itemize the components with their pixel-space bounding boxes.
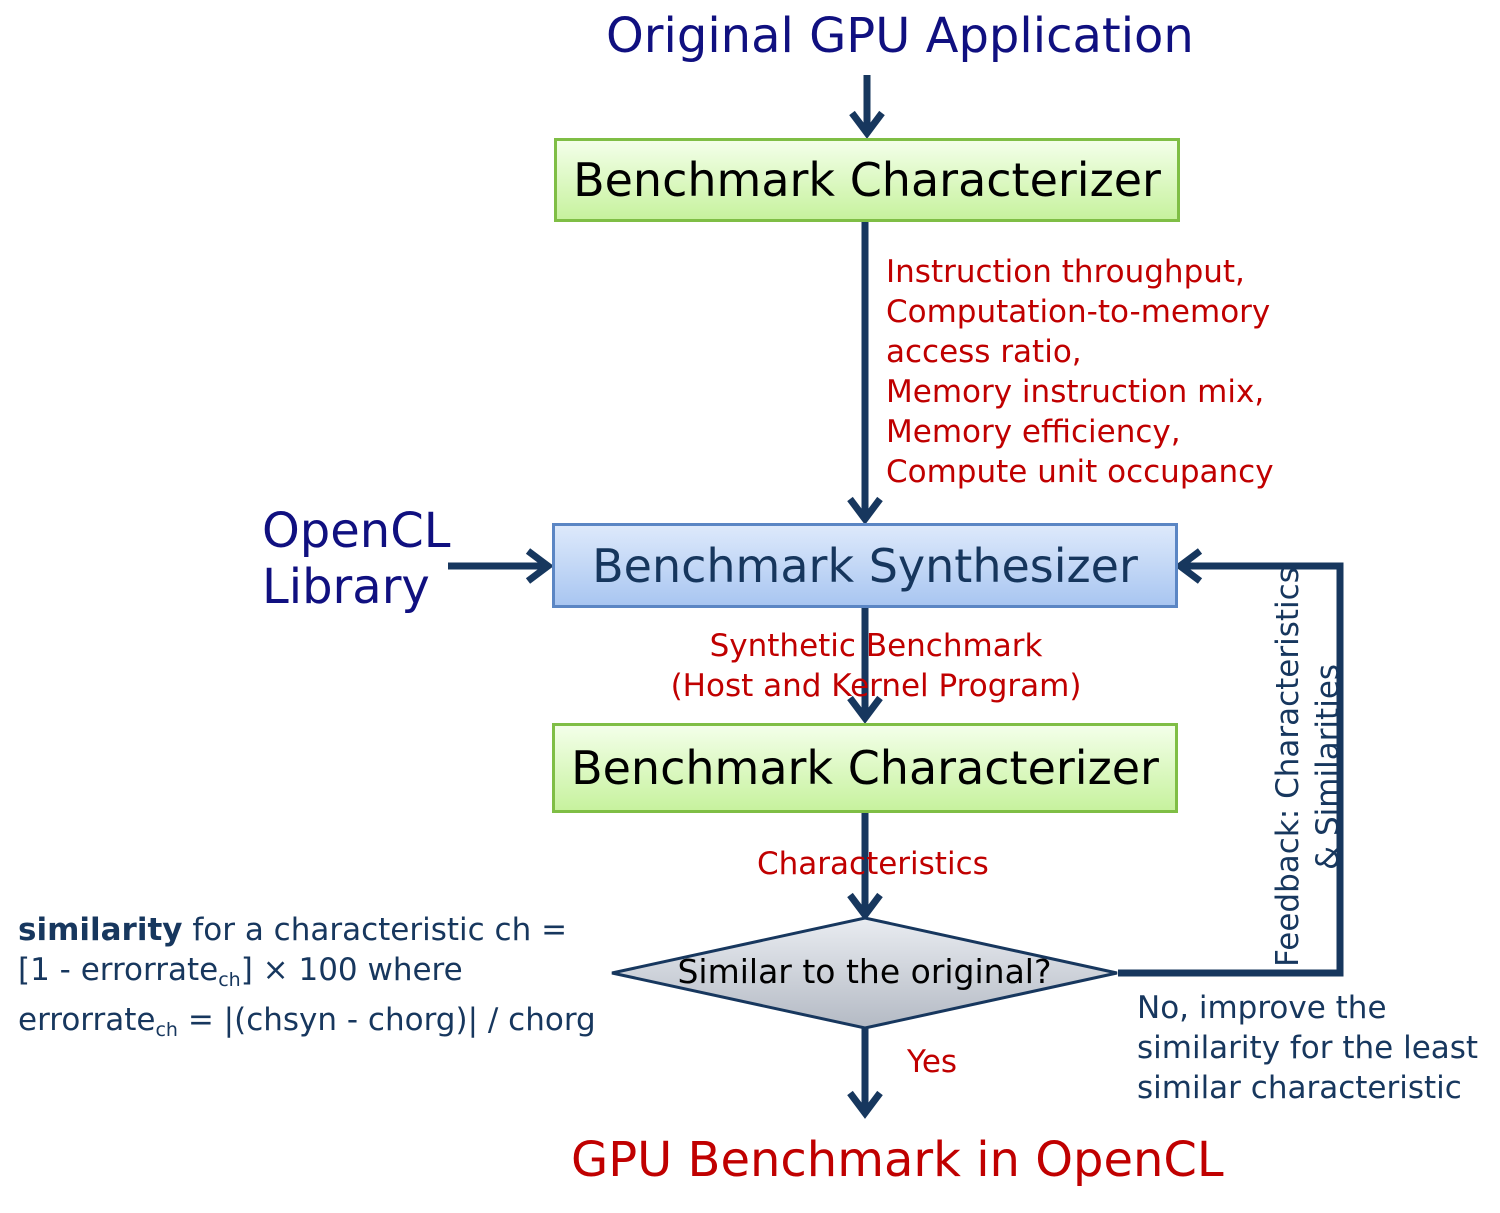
- similarity-line1: for a characteristic ch =: [182, 912, 568, 948]
- decision-label: Similar to the original?: [677, 952, 1052, 991]
- opencl-library-line: OpenCL: [262, 503, 451, 559]
- characteristic-item: access ratio,: [886, 334, 1082, 370]
- yes-label: Yes: [907, 1044, 958, 1080]
- similarity-line3-post: = |(chsyn - chorg)| / chorg: [177, 1002, 596, 1038]
- feedback-line: Feedback: Characteristics: [1270, 567, 1306, 967]
- characteristics-label: Characteristics: [757, 846, 989, 882]
- similarity-line3-pre: errorrate: [18, 1002, 156, 1038]
- feedback-label: Feedback: Characteristics & Similarities: [1268, 567, 1348, 967]
- no-label: No, improve the similarity for the least…: [1137, 988, 1478, 1108]
- arrowhead: [847, 496, 883, 525]
- similarity-line2-post: ] × 100 where: [240, 952, 463, 988]
- characteristic-item: Compute unit occupancy: [886, 454, 1274, 490]
- synthetic-benchmark-line: Synthetic Benchmark: [709, 628, 1043, 664]
- no-label-line: similarity for the least: [1137, 1030, 1479, 1066]
- similarity-term: similarity: [18, 912, 183, 948]
- characterizer-bottom-label: Benchmark Characterizer: [571, 741, 1159, 795]
- arrowhead: [525, 548, 554, 584]
- feedback-line: & Similarities: [1310, 663, 1346, 871]
- characterizer-top-label: Benchmark Characterizer: [573, 153, 1161, 207]
- output-title: GPU Benchmark in OpenCL: [571, 1132, 1224, 1188]
- feedback-loop-line: [1118, 562, 1344, 977]
- arrowhead: [849, 110, 885, 139]
- similarity-line2-sub: ch: [218, 969, 241, 991]
- no-label-line: similar characteristic: [1137, 1070, 1462, 1106]
- opencl-library-label: OpenCL Library: [262, 503, 450, 615]
- arrowhead: [847, 892, 883, 921]
- synthesizer-box: Benchmark Synthesizer: [552, 523, 1178, 608]
- characterizer-box-top: Benchmark Characterizer: [554, 138, 1180, 222]
- characteristic-item: Computation-to-memory: [886, 294, 1271, 330]
- arrowhead: [847, 695, 883, 724]
- similarity-note: similarity for a characteristic ch = [1 …: [18, 910, 596, 1050]
- arrowhead: [1174, 548, 1203, 584]
- source-title: Original GPU Application: [606, 8, 1194, 64]
- synthetic-benchmark-line: (Host and Kernel Program): [670, 668, 1082, 704]
- similarity-line2-pre: [1 - errorrate: [18, 952, 219, 988]
- no-label-line: No, improve the: [1137, 990, 1387, 1026]
- characteristic-item: Memory instruction mix,: [886, 374, 1265, 410]
- arrowhead: [847, 1090, 883, 1119]
- synthesizer-label: Benchmark Synthesizer: [592, 538, 1138, 593]
- opencl-library-line: Library: [262, 559, 430, 615]
- characteristic-item: Instruction throughput,: [886, 254, 1245, 290]
- decision-diamond: [611, 916, 1118, 1030]
- characteristics-list: Instruction throughput, Computation-to-m…: [886, 252, 1274, 492]
- characteristic-item: Memory efficiency,: [886, 414, 1181, 450]
- characterizer-box-bottom: Benchmark Characterizer: [552, 723, 1178, 813]
- similarity-line3-sub: ch: [155, 1019, 178, 1041]
- synthetic-benchmark-label: Synthetic Benchmark (Host and Kernel Pro…: [660, 626, 1092, 706]
